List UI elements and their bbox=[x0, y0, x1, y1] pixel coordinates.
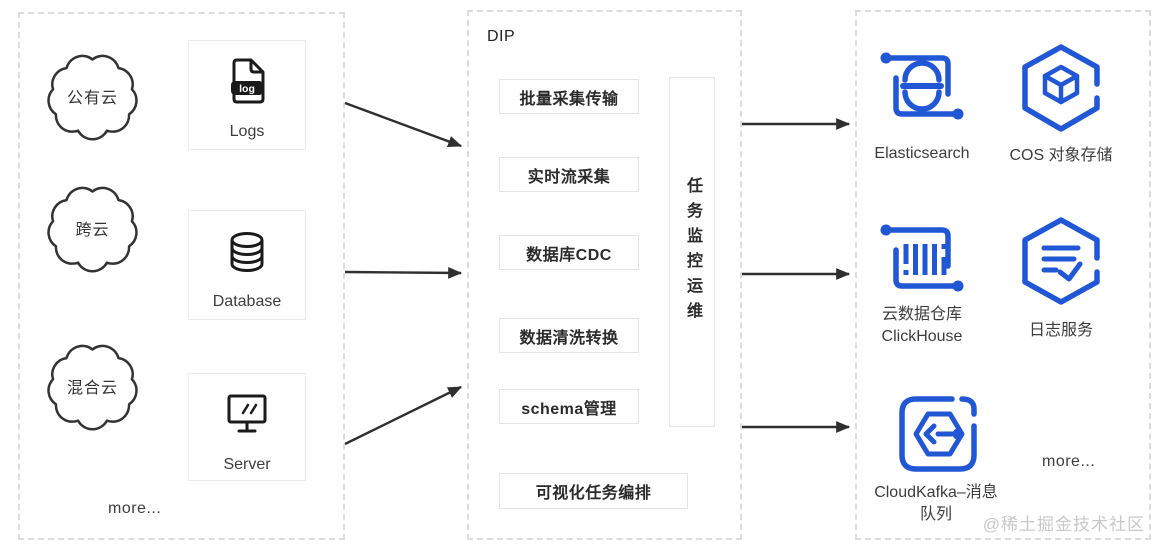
destinations-panel: Elasticsearch COS 对象存储 bbox=[855, 10, 1151, 540]
dest-caption-cos: COS 对象存储 bbox=[1009, 147, 1113, 164]
source-node-logs: log Logs bbox=[188, 40, 306, 150]
dip-panel-title: DIP bbox=[487, 28, 516, 45]
dest-caption-clickhouse: 云数据仓库 ClickHouse bbox=[881, 306, 963, 346]
dest-caption-cls: 日志服务 bbox=[1028, 322, 1093, 339]
source-node-server: Server bbox=[188, 373, 306, 481]
database-icon bbox=[230, 232, 264, 272]
cloud-label: 混合云 bbox=[66, 380, 118, 397]
cloud-label: 公有云 bbox=[66, 90, 118, 107]
destinations-more-label: more... bbox=[1042, 453, 1096, 470]
cloudkafka-icon bbox=[899, 396, 977, 472]
elasticsearch-icon bbox=[880, 52, 964, 120]
dest-caption-cloudkafka: CloudKafka–消息 队列 bbox=[874, 484, 998, 524]
log-file-icon: log bbox=[231, 58, 265, 104]
clickhouse-icon bbox=[880, 224, 964, 292]
sources-panel: 公有云 跨云 混合云 log Logs bbox=[18, 12, 345, 540]
dip-panel: DIP 批量采集传输 实时流采集 数据库CDC 数据清洗转换 schema管理 … bbox=[467, 10, 742, 540]
cloud-icon bbox=[47, 54, 138, 141]
sources-more-label: more... bbox=[108, 500, 162, 517]
cloud-icon bbox=[47, 344, 138, 431]
module-visual-orchestration: 可视化任务编排 bbox=[499, 473, 688, 509]
public-cloud-shape: 公有云 bbox=[33, 46, 152, 146]
dest-caption-elasticsearch: Elasticsearch bbox=[874, 145, 970, 162]
flow-arrow-server-to-dip bbox=[344, 385, 463, 446]
source-node-label: Database bbox=[212, 293, 282, 310]
cross-cloud-shape: 跨云 bbox=[33, 178, 152, 278]
module-batch-collect: 批量采集传输 bbox=[499, 79, 639, 114]
module-database-cdc: 数据库CDC bbox=[499, 235, 639, 270]
module-stream-collect: 实时流采集 bbox=[499, 157, 639, 192]
cloud-label: 跨云 bbox=[75, 222, 110, 239]
cos-object-storage-icon bbox=[1022, 44, 1100, 132]
task-monitor-ops-sidebar: 任务监控运维 bbox=[669, 77, 715, 427]
module-data-cleaning: 数据清洗转换 bbox=[499, 318, 639, 353]
cls-log-service-icon bbox=[1022, 217, 1100, 305]
source-node-label: Server bbox=[223, 456, 271, 473]
flow-arrow-database-to-dip bbox=[344, 267, 463, 279]
watermark: @稀土掘金技术社区 bbox=[982, 515, 1145, 534]
flow-arrow-logs-to-dip bbox=[344, 101, 463, 148]
module-schema-manage: schema管理 bbox=[499, 389, 639, 424]
source-node-label: Logs bbox=[229, 123, 265, 140]
log-badge-text: log bbox=[239, 83, 255, 95]
source-node-database: Database bbox=[188, 210, 306, 320]
server-icon bbox=[227, 394, 267, 433]
cloud-icon bbox=[47, 186, 138, 273]
hybrid-cloud-shape: 混合云 bbox=[33, 336, 152, 436]
